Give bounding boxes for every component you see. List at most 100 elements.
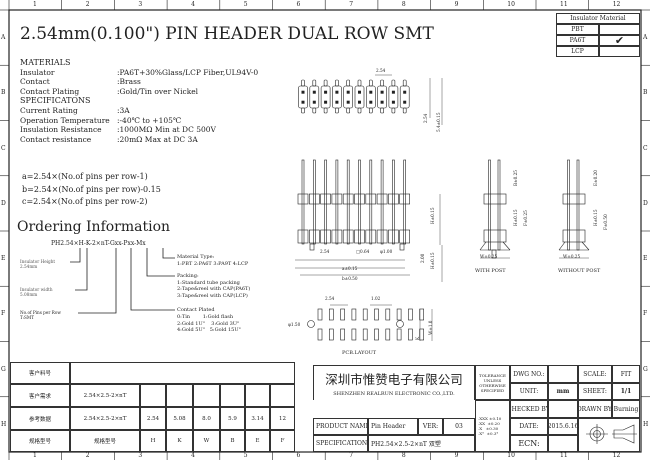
spec-label: Contact Plating [20,86,80,96]
row-value [70,362,295,384]
dim-wp-mid: H±0.15 [513,209,518,226]
label: Insulator width [20,287,53,292]
table-cell: 2.54 [140,407,166,430]
tolerance-value: .X° ±0.3° [478,431,499,436]
value: T:SMT [20,315,35,320]
without-post-label: WITHOUT POST [558,268,601,274]
value: 2:Gold 1U" 3:Gold 3U" [177,320,240,327]
value: 1:PBT 2:PA6T 3:PA9T 4:LCP [177,260,249,267]
dim-pcb-hole: φ1.50 [288,322,301,327]
row-label: 客户料号 [10,362,70,384]
dim-h2: H±0.15 [430,252,435,269]
ruler-column-label: 8 [401,1,406,8]
ruler-column-label: 7 [349,1,354,8]
ruler-column-label: 10 [507,1,515,8]
ruler-row-label: F [1,310,6,318]
table-cell: 5.08 [166,407,193,430]
dwg-no [548,365,578,383]
table-cell [193,384,220,407]
ruler-column-label: 2 [85,1,90,8]
dim-200: 2.00 [420,253,425,263]
label: Material Type: [177,254,215,260]
ruler-column-label: 11 [560,452,568,459]
material-check [599,46,640,57]
dim-pcb-pad: 1.02 [371,296,381,301]
ruler-row-label: G [643,365,648,373]
table-cell: 3.14 [245,407,270,430]
spec-value: :20mΩ Max at DC 3A [117,134,198,144]
table-cell [140,384,166,407]
ruler-column-label: 9 [454,1,459,8]
value: 1:Standard tube packing [177,279,240,286]
ruler-column-label: 5 [243,452,248,459]
dim-h1: H±0.15 [430,207,435,224]
specifications-heading: SPECIFICATONS [20,96,91,106]
ruler-row-label: E [1,255,6,262]
dim-wo-mid: H±0.15 [593,209,598,226]
tolerance-values: .XXX ±0.10.XX ±0.20.X ±0.30.X° ±0.3° [475,400,510,452]
spec-value: :Gold/Tin over Nickel [117,86,199,96]
company-name-en: SHENZHEN REALRUN ELECTRONIC CO.,LTD. [333,391,455,397]
formula-a: a=2.54×(No.of pins per row-1) [22,172,148,181]
date-label: DATE: [510,418,548,435]
dim-pcb-pitch: 2.54 [325,296,335,301]
label: Insulator Height [20,259,56,264]
dim-post: φ1.00 [380,249,393,254]
spec-value: :3A [117,105,130,115]
ruler-column-label: 9 [454,452,459,459]
ruler-row-label: C [1,144,6,152]
checked-by [548,400,578,418]
dim-wo-w: W±0.25 [563,254,581,259]
tolerance-value: .XX ±0.20 [478,421,500,426]
label: Packing: [177,273,199,279]
ruler-row-label: C [643,144,648,152]
ruler-column-label: 8 [401,452,406,459]
label: Contact Plated [177,307,215,313]
sheet-value: 1/1 [612,383,640,400]
ruler-row-label: G [1,365,6,373]
company-name-cn: 深圳市惟赞电子有限公司 [325,372,463,387]
projection-symbol [578,418,640,452]
ordering-heading: Ordering Information [17,219,171,235]
ruler-column-label: 4 [191,1,195,8]
dim-a: a±0.15 [342,266,358,271]
part-number-code: PH2.54×H-K-2×nT-Gxx-Pxx-Mx [51,240,146,247]
table-cell [220,384,245,407]
dim-b: b±0.50 [342,276,358,281]
ruler-column-label: 7 [349,452,354,459]
ruler-column-label: 12 [612,452,621,459]
drawn-by-label: DRAWN BY: [578,400,612,418]
dim-wp-top: B±0.25 [513,170,518,186]
spec-value: :Brass [117,77,141,87]
ruler-row-label: D [1,199,6,207]
scale-value: FIT [612,365,640,383]
spec-value: :-40℃ to +105℃ [117,115,182,125]
ruler-row-label: A [1,34,6,41]
table-cell: 2.54×2.5-2×nT [70,384,140,407]
dim-wo-top: E±0.20 [593,170,598,186]
row-label: 参考数据 [10,407,70,430]
table-cell: B [220,430,245,452]
part-views [295,74,590,341]
ruler-column-label: 1 [33,452,37,459]
value: 3:Tape&reel with CAP(LCP) [177,292,248,299]
dim-pcb-w: W±1.0 [428,320,433,335]
dim-wp-w: W±0.25 [480,254,498,259]
ruler-row-label: A [643,34,648,41]
drawn-by: Burning [612,400,640,418]
specification-label: SPECIFICATION: [313,435,368,452]
dim-pcb-k: K [415,336,420,340]
spec-value: :1000MΩ Min at DC 500V [117,125,216,135]
scale-label: SCALE: [578,365,612,383]
material-type-legend: Material Type:1:PBT 2:PA6T 3:PA9T 4:LCP [177,254,248,267]
checked-by-label: CHECKED BY: [510,400,548,418]
formula-b: b=2.54×(No.of pins per row)-0.15 [22,184,161,194]
value: 2:Tape&reel with CAP(PA6T) [177,286,251,292]
table-cell [245,384,270,407]
label: No.of Pins per Row [20,310,61,315]
table-cell: 5.9 [220,407,245,430]
